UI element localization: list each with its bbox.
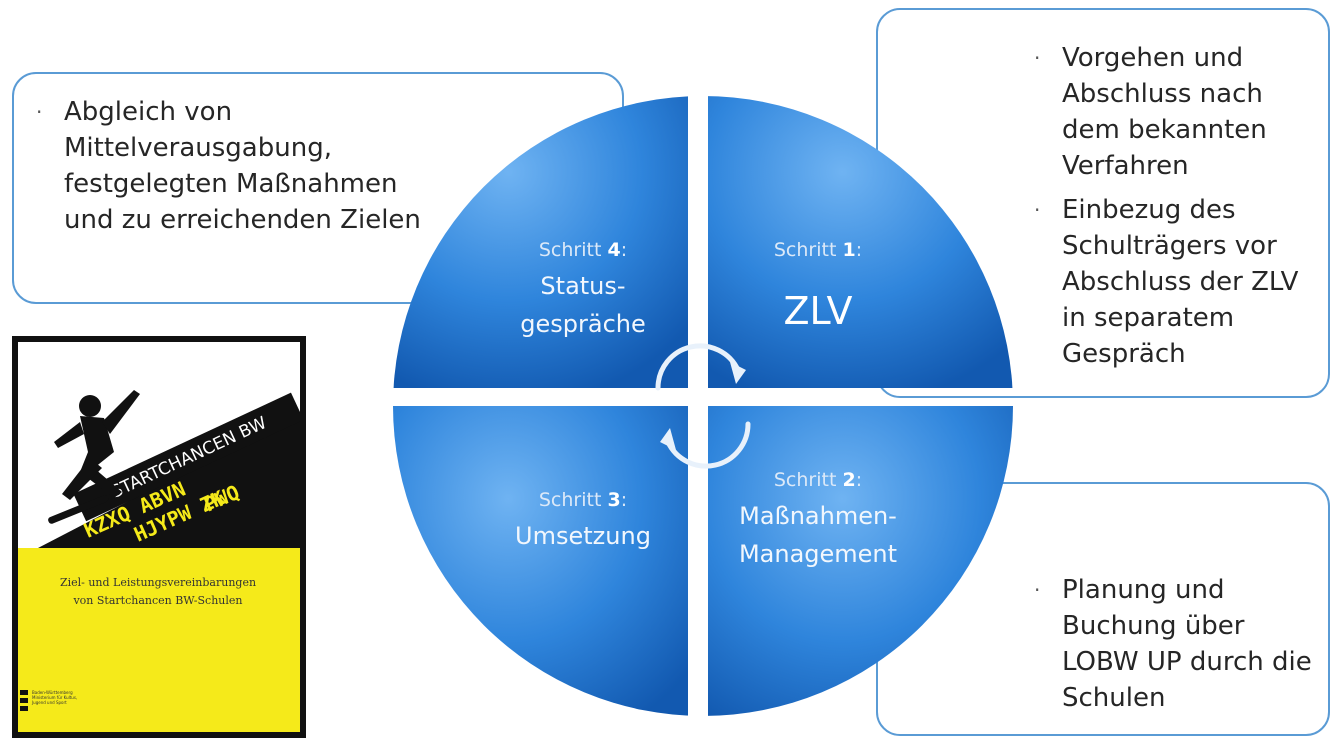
step-4-title-line-2: gespräche bbox=[520, 310, 645, 338]
step-1-label: Schritt 1: bbox=[774, 239, 862, 261]
bullet-text: Vorgehen und Abschluss nach dem bekannte… bbox=[1062, 43, 1267, 181]
quadrant-step-4 bbox=[393, 96, 688, 388]
cover-ministry-text: Baden-Württemberg Ministerium für Kultus… bbox=[32, 690, 152, 705]
bullet-dot: · bbox=[1034, 46, 1041, 70]
bullet-item: · Planung und Buchung über LOBW UP durch … bbox=[1030, 572, 1328, 716]
callout-massnahmen-management: · Planung und Buchung über LOBW UP durch … bbox=[876, 482, 1330, 736]
ministry-logo-icon bbox=[20, 690, 28, 711]
step-2-title-line-1: Maßnahmen- bbox=[739, 502, 897, 530]
cover-document-title: Ziel- und Leistungsvereinbarungen von St… bbox=[32, 574, 284, 610]
skateboarder-illustration: KZXQ ABVN HJYPW ZK PWQ STARTCHANCEN BW bbox=[38, 390, 300, 548]
quadrant-step-1 bbox=[708, 96, 1013, 388]
bullet-dot: · bbox=[1034, 198, 1041, 222]
cycle-arrows-icon bbox=[655, 343, 751, 469]
cover-title-line: Ziel- und Leistungsvereinbarungen bbox=[59, 576, 257, 589]
ministry-line: Ministerium für Kultus, bbox=[32, 695, 78, 700]
cycle-diagram: Schritt 4: Status- gespräche Schritt 1: … bbox=[393, 96, 1013, 716]
cover-illustration-area: KZXQ ABVN HJYPW ZK PWQ STARTCHANCEN BW bbox=[18, 342, 300, 548]
bullet-item: · Vorgehen und Abschluss nach dem bekannt… bbox=[1030, 40, 1328, 184]
bullet-text: Einbezug des Schulträgers vor Abschluss … bbox=[1062, 195, 1299, 369]
bullet-dot: · bbox=[36, 100, 43, 124]
step-2-title-line-2: Management bbox=[739, 540, 897, 568]
quadrant-step-3 bbox=[393, 406, 688, 716]
bullet-item: · Abgleich von Mittelverausgabung, festge… bbox=[32, 94, 452, 238]
cover-yellow-area bbox=[18, 548, 300, 732]
cover-title-line: von Startchancen BW-Schulen bbox=[73, 594, 243, 607]
ministry-line: Jugend und Sport bbox=[32, 700, 67, 705]
step-3-label: Schritt 3: bbox=[539, 489, 627, 511]
quadrant-step-2 bbox=[708, 406, 1013, 716]
step-4-title-line-1: Status- bbox=[540, 272, 625, 300]
step-1-title: ZLV bbox=[783, 289, 852, 333]
step-2-label: Schritt 2: bbox=[774, 469, 862, 491]
ministry-line: Baden-Württemberg bbox=[32, 690, 73, 695]
step-3-title: Umsetzung bbox=[515, 522, 651, 550]
booklet-cover-image: KZXQ ABVN HJYPW ZK PWQ STARTCHANCEN BW Z… bbox=[12, 336, 306, 738]
skater-silhouette bbox=[48, 390, 140, 524]
bullet-text: Abgleich von Mittelverausgabung, festgel… bbox=[64, 97, 421, 235]
bullet-item: · Einbezug des Schulträgers vor Abschluss… bbox=[1030, 192, 1328, 372]
bullet-text: Planung und Buchung über LOBW UP durch d… bbox=[1062, 575, 1312, 713]
step-4-label: Schritt 4: bbox=[539, 239, 627, 261]
bullet-dot: · bbox=[1034, 578, 1041, 602]
